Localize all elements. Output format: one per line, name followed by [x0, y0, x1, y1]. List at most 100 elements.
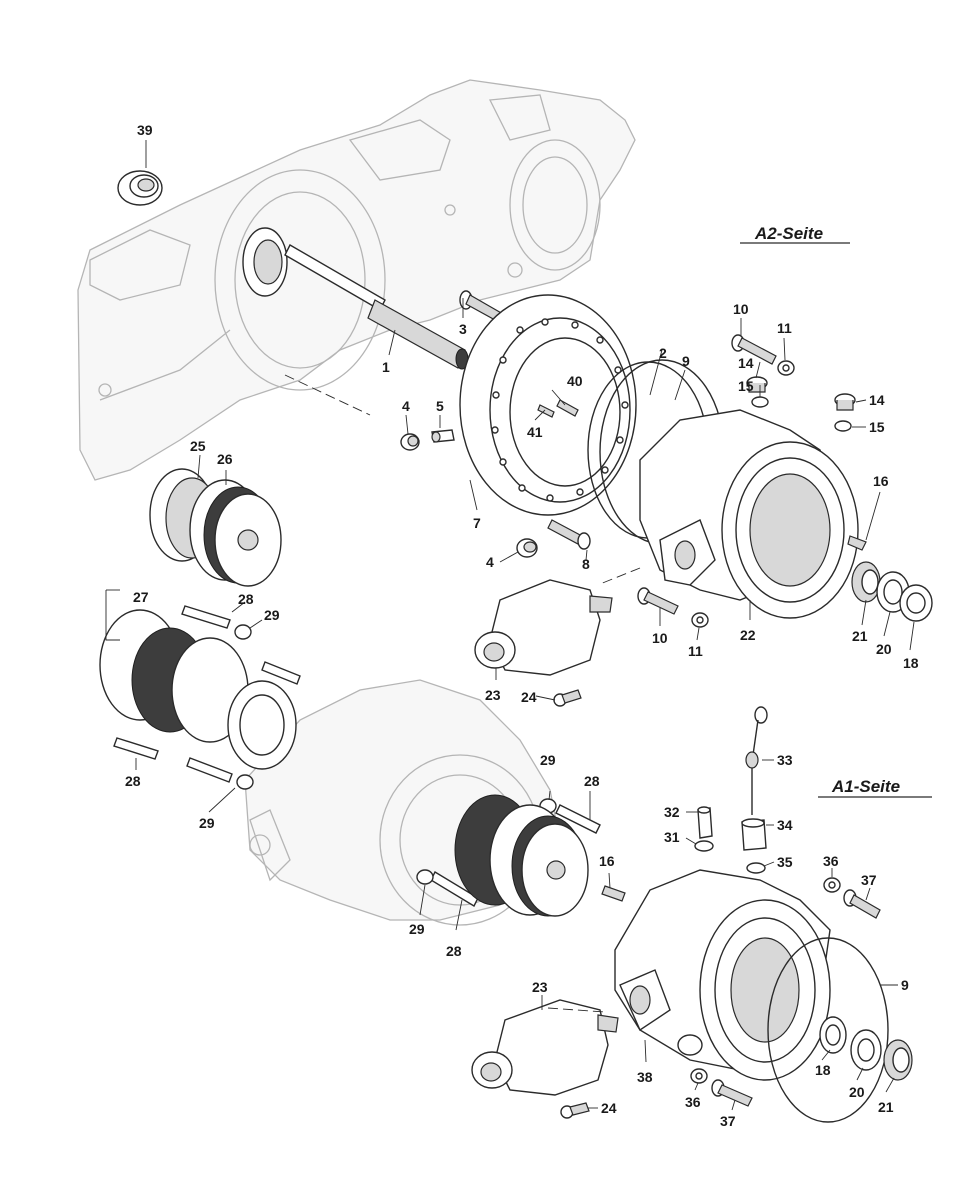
- part-33-dipstick: [745, 706, 768, 815]
- callout-36b: 36: [685, 1094, 701, 1110]
- part-28-pin-5: [555, 804, 601, 834]
- part-26-clutch-pack: [189, 479, 282, 587]
- callout-24b: 24: [601, 1100, 617, 1116]
- callout-15b: 15: [869, 419, 885, 435]
- part-34-fitting: [741, 818, 767, 851]
- callout-29d: 29: [409, 921, 425, 937]
- part-5-breather: [431, 429, 455, 443]
- callout-37b: 37: [720, 1113, 736, 1129]
- callout-8: 8: [582, 556, 590, 572]
- callout-9b: 9: [901, 977, 909, 993]
- part-27-clutch-assembly: [99, 609, 297, 770]
- callout-4b: 4: [486, 554, 494, 570]
- callout-16: 16: [873, 473, 889, 489]
- callout-2: 2: [659, 345, 667, 361]
- part-1-drive-shaft: [242, 227, 469, 370]
- callout-5: 5: [436, 398, 444, 414]
- callout-20: 20: [876, 641, 892, 657]
- part-24-bolt-a1: [560, 1102, 590, 1119]
- part-15-seal-a: [751, 396, 769, 408]
- callout-27: 27: [133, 589, 149, 605]
- part-4-plug-bottom: [516, 538, 538, 558]
- part-28-pin-3: [113, 737, 159, 760]
- callout-14b: 14: [869, 392, 885, 408]
- side-a1-text: A1-Seite: [831, 777, 900, 796]
- callout-28d: 28: [446, 943, 462, 959]
- callout-7: 7: [473, 515, 481, 531]
- part-29-washer-2: [236, 774, 254, 790]
- callout-31: 31: [664, 829, 680, 845]
- part-36-washer-bottom: [690, 1068, 708, 1084]
- side-label-a2: A2-Seite: [740, 224, 850, 244]
- part-11-washer-top: [777, 360, 795, 376]
- callout-4: 4: [402, 398, 410, 414]
- part-21-bearing-a2: [851, 561, 881, 603]
- callout-36: 36: [823, 853, 839, 869]
- part-37-bolt-top: [843, 889, 881, 919]
- callout-9: 9: [682, 353, 690, 369]
- assembly-lines: [284, 374, 641, 1013]
- part-14-plug-b: [834, 393, 856, 411]
- callout-16b: 16: [599, 853, 615, 869]
- callout-29b: 29: [199, 815, 215, 831]
- part-37-bolt-bottom: [711, 1079, 753, 1107]
- callout-40: 40: [567, 373, 583, 389]
- callout-28: 28: [238, 591, 254, 607]
- part-16-plug-diff: [601, 885, 626, 902]
- callout-25: 25: [190, 438, 206, 454]
- callout-15: 15: [738, 378, 754, 394]
- part-32-breather: [697, 806, 713, 839]
- part-14-plug-a: [746, 376, 768, 393]
- part-4-plug-top: [400, 433, 420, 451]
- callout-29c: 29: [540, 752, 556, 768]
- part-38-hub-housing-a1: [614, 869, 831, 1081]
- callout-41: 41: [527, 424, 543, 440]
- part-18-ring-a1: [819, 1016, 847, 1054]
- callout-10: 10: [733, 301, 749, 317]
- callout-23b: 23: [532, 979, 548, 995]
- callout-24: 24: [521, 689, 537, 705]
- callout-35: 35: [777, 854, 793, 870]
- callout-18b: 18: [815, 1062, 831, 1078]
- part-40-41-pins: [537, 399, 579, 418]
- diff-clutch-stack: [454, 794, 589, 917]
- callout-3: 3: [459, 321, 467, 337]
- part-7-ring-carrier: [459, 294, 637, 516]
- part-31-seal: [694, 840, 714, 852]
- part-35-seal: [746, 862, 766, 874]
- callout-21b: 21: [878, 1099, 894, 1115]
- part-39-bearing: [117, 170, 163, 206]
- callout-14: 14: [738, 355, 754, 371]
- callout-39: 39: [137, 122, 153, 138]
- callout-38: 38: [637, 1069, 653, 1085]
- part-9-o-ring-a1: [767, 937, 889, 1123]
- callout-34: 34: [777, 817, 793, 833]
- callout-20b: 20: [849, 1084, 865, 1100]
- callout-22: 22: [740, 627, 756, 643]
- callout-26: 26: [217, 451, 233, 467]
- callout-18: 18: [903, 655, 919, 671]
- leader-lines: [105, 140, 915, 1111]
- callout-1: 1: [382, 359, 390, 375]
- part-20-ring-a1: [850, 1029, 882, 1071]
- callout-32: 32: [664, 804, 680, 820]
- part-10-bolt-top: [731, 334, 777, 365]
- part-16-plug-a2: [847, 535, 867, 551]
- callout-23: 23: [485, 687, 501, 703]
- side-a2-text: A2-Seite: [754, 224, 823, 243]
- part-29-washer-4: [416, 869, 434, 885]
- part-28-pin-1: [181, 605, 231, 629]
- callout-28c: 28: [584, 773, 600, 789]
- part-23-motor-a2: [474, 579, 613, 676]
- part-24-bolt-a2: [553, 689, 582, 707]
- part-36-washer-top: [823, 877, 841, 893]
- part-22-hub-housing: [639, 409, 859, 619]
- part-18-ring-a2: [899, 584, 933, 622]
- callout-33: 33: [777, 752, 793, 768]
- callout-11b: 11: [688, 643, 703, 659]
- part-10-bolt-bottom: [637, 587, 679, 615]
- callout-21: 21: [852, 628, 868, 644]
- callout-10b: 10: [652, 630, 668, 646]
- part-28-pin-4: [186, 757, 233, 783]
